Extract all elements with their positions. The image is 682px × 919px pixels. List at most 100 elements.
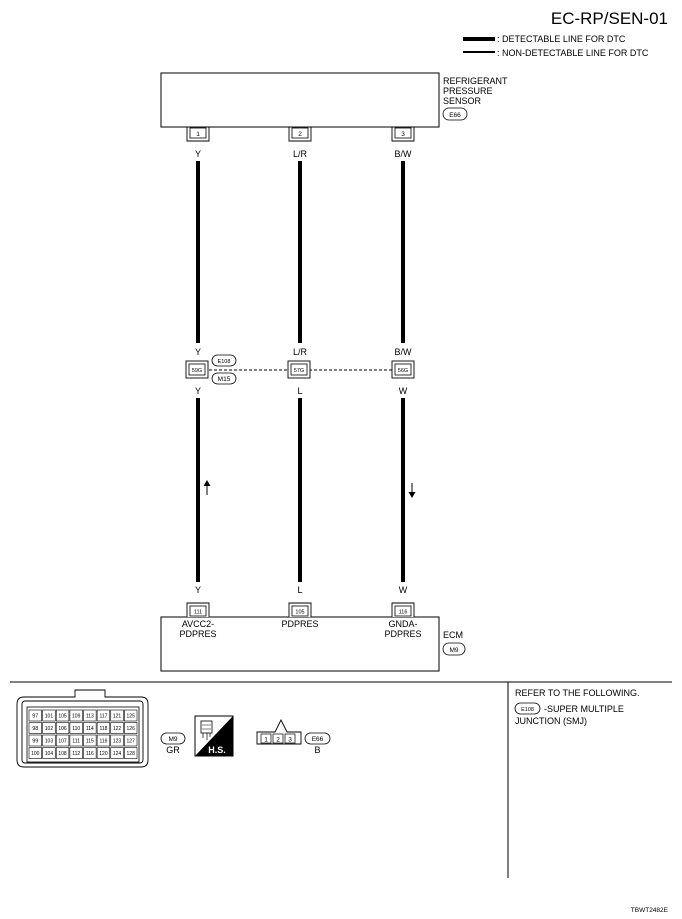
m9-pin-number: 128 bbox=[127, 751, 136, 757]
refrigerant-pressure-sensor: REFRIGERANT PRESSURE SENSOR E66 bbox=[160, 72, 508, 128]
m9-pin-cell bbox=[83, 747, 97, 759]
m9-pin-number: 107 bbox=[58, 738, 67, 744]
m9-pin-number: 118 bbox=[99, 726, 107, 732]
m9-pin-number: 117 bbox=[99, 713, 107, 719]
sensor-name-line-2: PRESSURE bbox=[443, 86, 493, 96]
m9-view-label: M9 bbox=[168, 736, 177, 743]
m9-pin-cell bbox=[124, 734, 138, 747]
m9-pin-cell bbox=[42, 709, 56, 722]
m9-pin-number: 122 bbox=[113, 726, 122, 732]
e66-view-pin-2: 2 bbox=[276, 737, 280, 744]
ecm-signal-2-line-1: PDPRES bbox=[281, 619, 318, 629]
m9-pin-cell bbox=[28, 734, 42, 747]
e66-connector-face: 1 2 3 bbox=[256, 718, 302, 745]
junction-connector-bottom-label: M15 bbox=[218, 376, 231, 383]
ecm-signal-1-line-2: PDPRES bbox=[179, 629, 216, 639]
sensor-pin-3: 3 bbox=[391, 127, 415, 142]
e66-view-color: B bbox=[314, 745, 320, 755]
m9-pin-number: 123 bbox=[113, 738, 122, 744]
m9-pin-cell bbox=[69, 722, 83, 734]
ecm-pin-105: 105 bbox=[288, 602, 312, 617]
m9-pin-number: 100 bbox=[31, 751, 40, 757]
ecm-connector-badge bbox=[442, 642, 466, 656]
ecm-wire-3-color: W bbox=[399, 585, 408, 595]
refer-panel: REFER TO THE FOLLOWING. E108 -SUPER MULT… bbox=[514, 688, 640, 726]
m9-pin-cell bbox=[110, 734, 124, 747]
sensor-name-line-1: REFRIGERANT bbox=[443, 76, 508, 86]
m9-pin-cell bbox=[55, 722, 70, 734]
m9-pin-number: 104 bbox=[45, 751, 54, 757]
m9-pin-number: 125 bbox=[127, 713, 136, 719]
m9-pin-cell bbox=[83, 734, 97, 747]
refer-text-line-2: JUNCTION (SMJ) bbox=[515, 716, 587, 726]
m9-pin-number: 97 bbox=[32, 713, 38, 719]
e66-view-label: E66 bbox=[312, 736, 324, 743]
ecm-pin-3-label: 116 bbox=[399, 610, 408, 616]
junction-connector-top-badge bbox=[211, 354, 237, 367]
m9-pin-number: 111 bbox=[72, 738, 80, 744]
m9-pin-cell bbox=[28, 722, 42, 734]
m9-pin-number: 113 bbox=[86, 713, 94, 719]
arrow-down-icon bbox=[408, 483, 416, 498]
m9-pin-number: 120 bbox=[99, 751, 108, 757]
m9-pin-number: 124 bbox=[113, 751, 122, 757]
harness-side-icon: H.S. bbox=[194, 715, 234, 757]
m9-pin-number: 105 bbox=[58, 713, 67, 719]
wire-3-color-top: B/W bbox=[395, 149, 413, 159]
junction-color-below-1: Y bbox=[195, 386, 201, 396]
m9-pin-number: 110 bbox=[72, 726, 80, 732]
m9-pin-number: 108 bbox=[58, 751, 67, 757]
m9-pin-cell bbox=[69, 747, 83, 759]
legend-detectable: : DETECTABLE LINE FOR DTC bbox=[497, 34, 626, 44]
sensor-name-line-3: SENSOR bbox=[443, 96, 482, 106]
m9-pin-number: 106 bbox=[58, 726, 67, 732]
junction-color-above-2: L/R bbox=[293, 347, 308, 357]
m9-view-badge bbox=[160, 732, 186, 745]
page-title: EC-RP/SEN-01 bbox=[551, 9, 668, 28]
legend: : DETECTABLE LINE FOR DTC : NON-DETECTAB… bbox=[463, 34, 649, 58]
m9-pin-cell bbox=[42, 722, 56, 734]
m9-pin-number: 109 bbox=[72, 713, 81, 719]
m9-pin-cell bbox=[96, 734, 111, 747]
e66-view-badge bbox=[304, 732, 331, 745]
sensor-connector-badge bbox=[442, 107, 468, 121]
m9-pin-number: 114 bbox=[86, 726, 94, 732]
m9-pin-cell bbox=[110, 722, 124, 734]
junction-pin-1-label: 59G bbox=[192, 368, 202, 374]
m9-pin-cell bbox=[42, 734, 56, 747]
ecm-name: ECM bbox=[443, 630, 463, 640]
m9-pin-number: 115 bbox=[86, 738, 94, 744]
m9-pin-number: 126 bbox=[127, 726, 136, 732]
m9-pin-cell bbox=[55, 709, 70, 722]
m9-pin-cell bbox=[124, 709, 138, 722]
sensor-pin-2-label: 2 bbox=[298, 131, 302, 138]
m9-pin-cell bbox=[69, 734, 83, 747]
m9-pin-cell bbox=[110, 709, 124, 722]
refer-text-line-1: -SUPER MULTIPLE bbox=[544, 704, 624, 714]
junction-pin-59g: 59G bbox=[185, 360, 209, 379]
m9-pin-cell bbox=[110, 747, 124, 759]
ecm-signal-1-line-1: AVCC2- bbox=[182, 619, 214, 629]
m9-pin-number: 103 bbox=[45, 738, 54, 744]
ecm-pin-111: 111 bbox=[186, 602, 210, 617]
m9-pin-cell bbox=[96, 747, 111, 759]
m9-view-color: GR bbox=[166, 745, 180, 755]
sensor-pin-1-label: 1 bbox=[196, 131, 200, 138]
m9-pin-cell bbox=[83, 722, 97, 734]
junction-pin-3-label: 56G bbox=[398, 368, 408, 374]
legend-non-detectable: : NON-DETECTABLE LINE FOR DTC bbox=[497, 48, 649, 58]
refer-connector-label: E108 bbox=[521, 707, 534, 713]
e66-view-pin-3: 3 bbox=[288, 737, 292, 744]
refer-connector-badge bbox=[514, 702, 541, 715]
m9-pin-number: 99 bbox=[32, 738, 38, 744]
m9-pin-number: 112 bbox=[72, 751, 80, 757]
sensor-connector-label: E66 bbox=[449, 112, 461, 119]
m9-pin-cell bbox=[55, 734, 70, 747]
m9-pin-cell bbox=[96, 722, 111, 734]
junction-color-below-3: W bbox=[399, 386, 408, 396]
ecm-pin-1-label: 111 bbox=[194, 610, 202, 616]
ecm-connector-label: M9 bbox=[449, 647, 458, 654]
junction-color-below-2: L bbox=[297, 386, 302, 396]
m9-pin-cell bbox=[83, 709, 97, 722]
